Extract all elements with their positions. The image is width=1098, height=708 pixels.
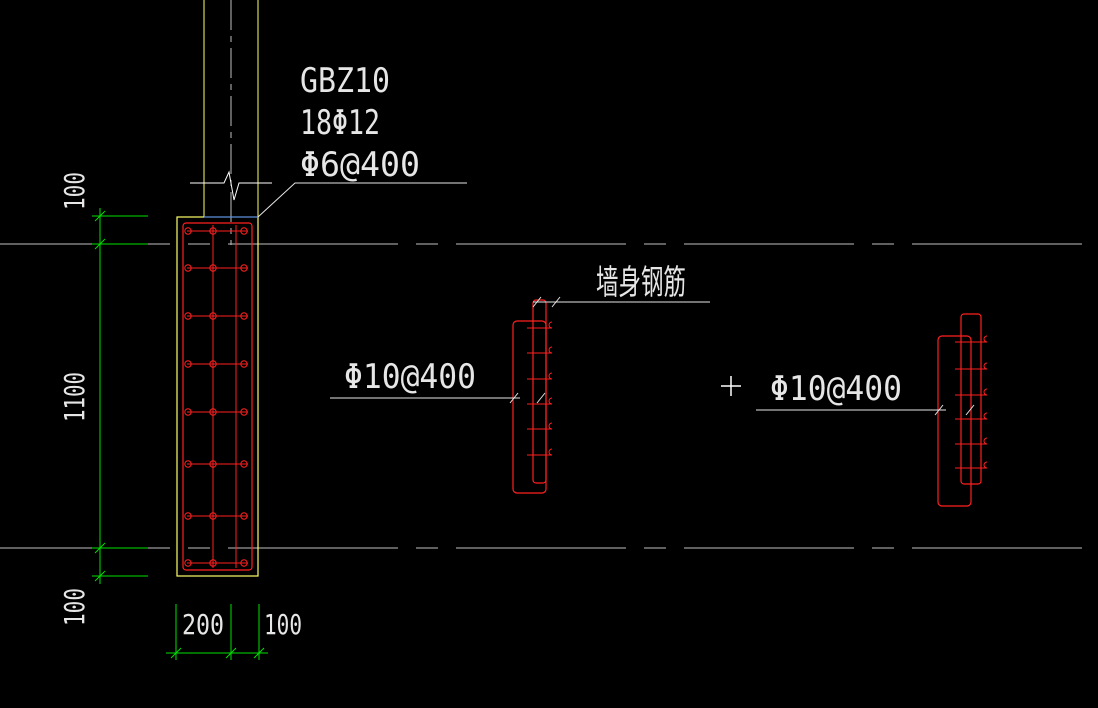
tie-bar-2-label: Φ10@400 — [770, 369, 902, 409]
wall-rebar-leader-tick-2 — [551, 296, 561, 308]
dim-tick-7 — [253, 647, 265, 659]
column-bar-dot — [209, 512, 217, 520]
dim-tick-5 — [170, 647, 182, 659]
wall-tie-hook — [527, 448, 553, 456]
column-bar-dot — [240, 512, 248, 520]
wall-tie-hook — [955, 335, 988, 343]
column-bar-dot — [209, 408, 217, 416]
tie-bar-1-tick-1 — [509, 392, 519, 404]
dim-tick-1 — [94, 210, 106, 222]
wall-rebar-outer-bar — [937, 335, 972, 507]
column-bar-dot — [184, 312, 192, 320]
wall-tie-hook — [527, 372, 553, 380]
column-bar-dot — [240, 559, 248, 567]
column-bar-dot — [184, 408, 192, 416]
column-label-leader — [257, 182, 467, 218]
dim-column-length: 1100 — [58, 372, 91, 422]
wall-tie-hook — [527, 346, 553, 354]
dim-width-right: 100 — [264, 608, 302, 641]
wall-tie-hook — [955, 362, 988, 370]
column-bar-dot — [209, 559, 217, 567]
stirrups-label: Φ6@400 — [300, 145, 420, 185]
wall-rebar-inner-bar — [960, 313, 982, 485]
column-bar-dot — [184, 360, 192, 368]
wall-continuation — [203, 0, 259, 217]
column-bar-dot — [240, 312, 248, 320]
column-bar-dot — [209, 460, 217, 468]
tie-bar-1-tick-2 — [536, 392, 546, 404]
dim-top-extension: 100 — [58, 172, 91, 210]
column-bar-dot — [240, 460, 248, 468]
break-line-symbol — [190, 170, 272, 201]
column-bar-dot — [240, 227, 248, 235]
dim-tick-3 — [94, 542, 106, 554]
column-bar-dot — [184, 227, 192, 235]
column-rebar-group — [182, 222, 253, 571]
dim-tick-6 — [225, 647, 237, 659]
column-bar-dot — [240, 264, 248, 272]
wall-rebar-inner-bar — [532, 299, 547, 484]
longitudinal-bars-label: 18Φ12 — [300, 103, 380, 143]
column-bar-dot — [240, 360, 248, 368]
wall-rebar-detail-1 — [512, 299, 553, 494]
column-stirrup-outer — [182, 222, 253, 571]
wall-tie-hook — [955, 437, 988, 445]
wall-rebar-label: 墙身钢筋 — [596, 263, 686, 303]
dim-tick-4 — [94, 570, 106, 582]
dim-width-left: 200 — [182, 608, 224, 641]
dim-tick-2 — [94, 238, 106, 250]
tie-bar-2-tick-1 — [934, 404, 944, 416]
column-bar-dot — [209, 264, 217, 272]
dimension-lines — [92, 208, 268, 660]
axis-lines — [0, 243, 1098, 549]
column-bar-dot — [209, 312, 217, 320]
column-bar-dot — [184, 559, 192, 567]
dim-bottom-extension: 100 — [58, 588, 91, 626]
wall-tie-hook — [527, 397, 553, 405]
column-bar-dot — [184, 512, 192, 520]
wall-tie-hook — [955, 412, 988, 420]
component-id-label: GBZ10 — [300, 61, 390, 101]
cursor-crosshair — [721, 376, 741, 396]
tie-bar-2-tick-2 — [965, 404, 975, 416]
tie-bar-1-label: Φ10@400 — [344, 357, 476, 397]
wall-rebar-detail-2 — [937, 313, 988, 507]
column-bar-dot — [240, 408, 248, 416]
column-bar-dot — [184, 264, 192, 272]
wall-tie-hook — [527, 422, 553, 430]
wall-tie-hook — [527, 321, 553, 329]
column-bar-dot — [209, 227, 217, 235]
wall-tie-hook — [955, 388, 988, 396]
wall-rebar-leader-tick-1 — [532, 296, 542, 308]
column-bar-dot — [184, 460, 192, 468]
wall-tie-hook — [955, 461, 988, 469]
column-bar-dot — [209, 360, 217, 368]
